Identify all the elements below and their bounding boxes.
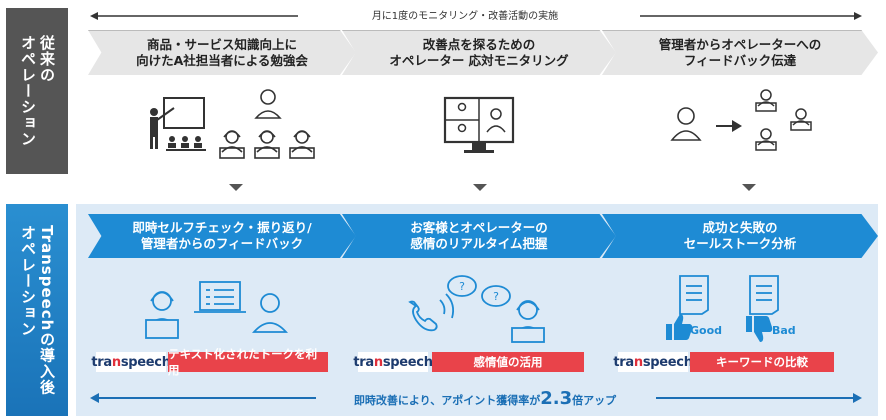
sales-talk-illustration [666,275,779,342]
bottom-step-2-line2: 感情のリアルタイム把握 [410,236,548,251]
bottom-step-3-line2: セールストーク分析 [683,236,797,251]
top-step-2-line1: 改善点を探るための [422,37,536,52]
logo-text-pre: tra [613,354,634,370]
logo-text-n: n [111,354,121,370]
feature-label-text: テキスト化されたトークを利用 [168,347,328,377]
logo-text-n: n [633,354,643,370]
result-note: 即時改善により、アポイント獲得率が2.3倍アップ [320,388,650,409]
feature-label-keyword: キーワードの比較 [690,352,834,372]
bottom-step-1-line1: 即時セルフチェック・振り返り/ [132,220,312,235]
top-step-2: 改善点を探るためのオペレーター 応対モニタリング [342,30,616,75]
bad-label: Bad [772,324,796,337]
logo-text-pre: tra [353,354,374,370]
thumbs-up-icon [666,314,693,340]
bottom-double-arrow [90,393,862,403]
top-step-1-line2: 向けたA社担当者による勉強会 [136,53,308,68]
side-label-conventional-text: 従来の オペレーション [19,35,56,147]
down-arrow-1 [229,184,243,191]
top-step-3: 管理者からオペレーターへのフィードバック伝達 [602,30,878,75]
side-label-conventional: 従来の オペレーション [6,8,68,174]
logo-text-n: n [373,354,383,370]
feature-label-emotion: 感情値の活用 [432,352,584,372]
svg-text:?: ? [493,290,499,303]
feedback-illustration [670,89,812,151]
result-note-post: 倍アップ [572,394,617,407]
logo-text-post: speech [382,354,433,370]
bottom-step-2: お客様とオペレーターの感情のリアルタイム把握 [342,214,616,258]
bottom-step-2-line1: お客様とオペレーターの [410,220,548,235]
top-step-3-line1: 管理者からオペレーターへの [658,37,822,52]
result-note-value: 2.3 [540,388,573,409]
bottom-step-1: 即時セルフチェック・振り返り/管理者からのフィードバック [88,214,356,258]
down-arrow-3 [742,184,756,191]
bottom-step-1-line2: 管理者からのフィードバック [140,236,304,251]
monitoring-screen-illustration [443,96,515,153]
top-step-1: 商品・サービス知識向上に向けたA社担当者による勉強会 [88,30,356,75]
study-session-illustration [150,89,315,159]
bottom-step-3: 成功と失敗のセールストーク分析 [602,214,878,258]
self-check-illustration [145,281,289,339]
top-step-3-line2: フィードバック伝達 [683,53,797,68]
down-arrow-2 [473,184,487,191]
emotion-illustration: ? ? [408,275,545,343]
side-label-after-text: Transpeechの導入後 オペレーション [19,224,56,396]
svg-text:?: ? [459,280,465,293]
top-note: 月に1度のモニタリング・改善活動の実施 [371,11,559,22]
good-label: Good [690,324,723,337]
logo-text-post: speech [120,354,171,370]
result-note-pre: 即時改善により、アポイント獲得率が [353,394,541,407]
side-label-after-transpeech: Transpeechの導入後 オペレーション [6,204,68,416]
thumbs-down-icon [746,316,773,342]
logo-text-pre: tra [91,354,112,370]
logo-text-post: speech [642,354,693,370]
bottom-step-3-line1: 成功と失敗の [702,220,778,235]
top-step-2-line2: オペレーター 応対モニタリング [389,53,569,68]
top-double-arrow [90,12,862,20]
top-step-1-line1: 商品・サービス知識向上に [146,37,297,52]
